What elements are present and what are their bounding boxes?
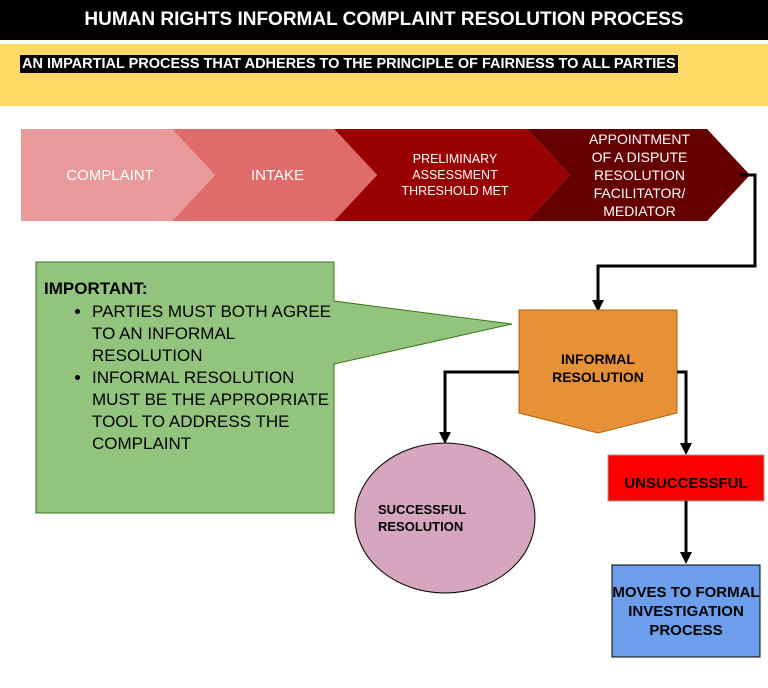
page-title: HUMAN RIGHTS INFORMAL COMPLAINT RESOLUTI… xyxy=(0,0,768,40)
unsuccessful-shape xyxy=(607,454,765,502)
important-callout xyxy=(35,261,513,514)
formal-investigation-shape xyxy=(611,564,761,658)
formal-investigation-label: MOVES TO FORMAL INVESTIGATION PROCESS xyxy=(612,583,760,639)
important-item: INFORMAL RESOLUTION MUST BE THE APPROPRI… xyxy=(92,367,344,455)
connector-to-unsuccessful xyxy=(677,370,692,455)
step-chevron-3 xyxy=(334,129,570,221)
step-label-complaint: COMPLAINT xyxy=(66,166,154,184)
connector-to-informal xyxy=(592,173,757,312)
informal-resolution-shape xyxy=(518,309,678,434)
successful-resolution-shape xyxy=(354,442,536,594)
step-chevron-1 xyxy=(21,129,215,221)
important-heading: IMPORTANT: xyxy=(44,279,148,298)
important-note: IMPORTANT: PARTIES MUST BOTH AGREE TO AN… xyxy=(44,279,344,455)
informal-resolution-label: INFORMAL RESOLUTION xyxy=(552,351,644,385)
step-label-appointment: APPOINTMENT OF A DISPUTE RESOLUTION FACI… xyxy=(588,131,691,219)
step-chevron-2 xyxy=(172,129,377,221)
subtitle-band xyxy=(0,44,768,106)
step-label-preliminary: PRELIMINARY ASSESSMENT THRESHOLD MET xyxy=(401,152,509,198)
unsuccessful-label: UNSUCCESSFUL xyxy=(624,474,748,492)
step-chevron-4 xyxy=(527,129,750,221)
important-list: PARTIES MUST BOTH AGREE TO AN INFORMAL R… xyxy=(44,301,344,455)
connector-to-successful xyxy=(439,370,519,444)
step-label-intake: INTAKE xyxy=(250,166,305,184)
subtitle: AN IMPARTIAL PROCESS THAT ADHERES TO THE… xyxy=(20,55,678,73)
successful-resolution-label: SUCCESSFUL RESOLUTION xyxy=(378,502,466,534)
important-item: PARTIES MUST BOTH AGREE TO AN INFORMAL R… xyxy=(92,301,344,367)
